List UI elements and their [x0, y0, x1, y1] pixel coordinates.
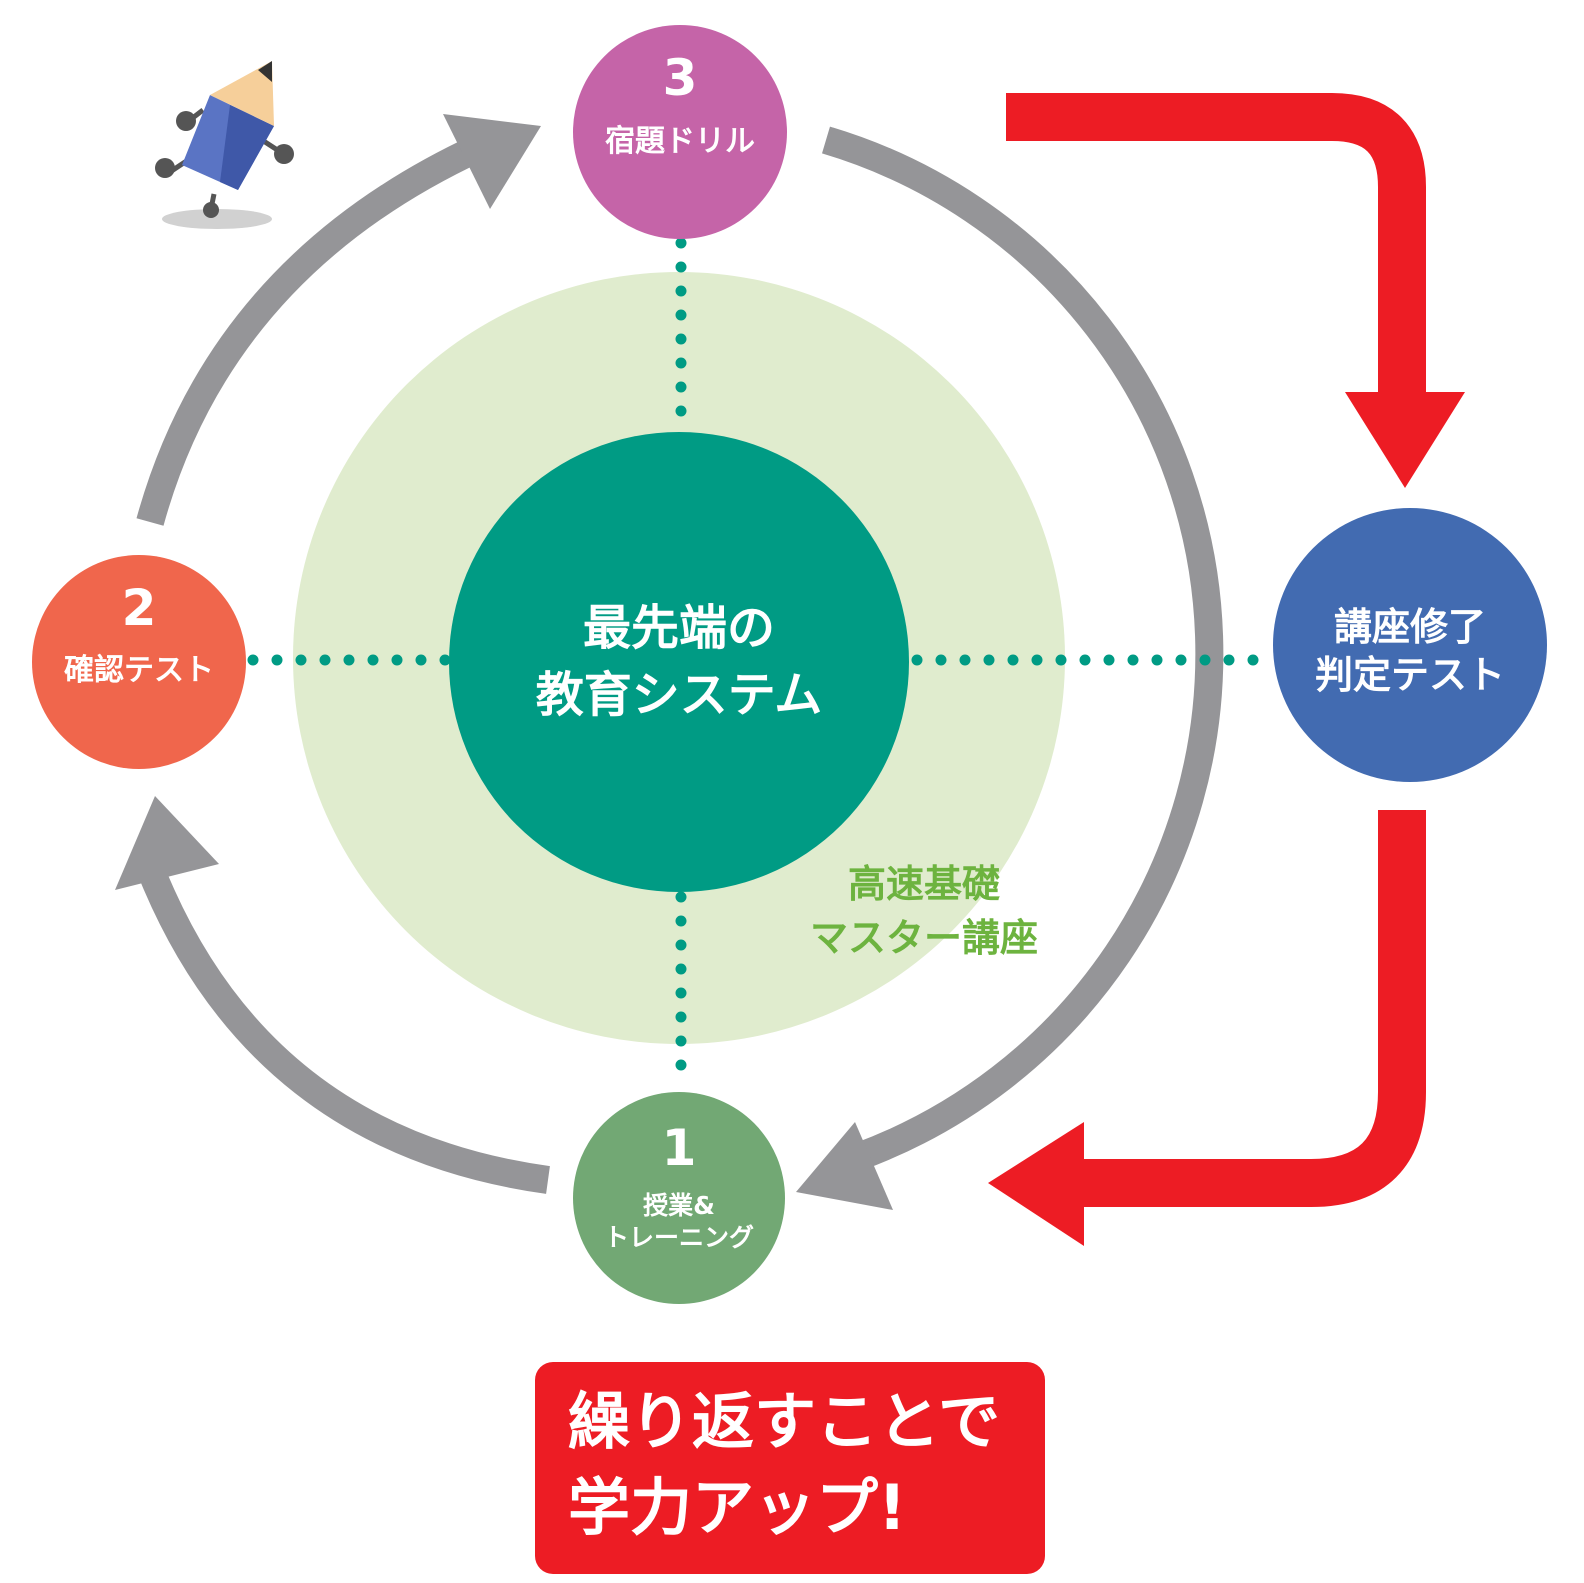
step1-circle [573, 1092, 785, 1304]
pencil-character-running-icon [155, 61, 294, 229]
step3-circle [573, 25, 787, 239]
red-arrow-to-step1 [1082, 810, 1426, 1207]
step3-label: 宿題ドリル [605, 124, 755, 159]
center-title-line2: 教育システム [535, 667, 823, 723]
step2-circle [32, 555, 246, 769]
red-arrowhead-left [988, 1122, 1084, 1246]
arrowhead-to-step1 [796, 1122, 893, 1210]
cycle-arrows [136, 126, 1224, 1194]
halo-label-line2: マスター講座 [809, 916, 1038, 960]
step1-number: 1 [661, 1119, 697, 1177]
step3-number: 3 [662, 49, 698, 107]
completion-label-line2: 判定テスト [1314, 653, 1505, 697]
red-arrowhead-down [1345, 392, 1465, 488]
banner-line2: 学力アップ! [568, 1471, 907, 1544]
red-arrow-to-completion [1006, 93, 1426, 392]
completion-circle [1273, 508, 1547, 782]
center-circle [449, 432, 909, 892]
cycle-arrowheads [115, 114, 893, 1210]
arrowhead-to-step3 [443, 114, 541, 209]
halo-label-line1: 高速基礎 [847, 862, 1000, 906]
cycle-arc-right [821, 126, 1224, 1171]
step1-label-line1: 授業& [643, 1191, 715, 1220]
arrowhead-to-step2 [115, 796, 219, 890]
banner-line1: 繰り返すことで [568, 1385, 1001, 1458]
step2-label: 確認テスト [64, 653, 214, 688]
center-title-line1: 最先端の [582, 600, 775, 656]
step1-label-line2: トレーニング [603, 1223, 754, 1252]
repeat-banner [535, 1362, 1045, 1574]
cycle-arc-top-left [136, 135, 484, 526]
step2-number: 2 [121, 579, 157, 637]
dotted-connectors [247, 237, 1267, 1078]
completion-label-line1: 講座修了 [1333, 605, 1486, 649]
cycle-arc-bottom-left [136, 862, 550, 1194]
